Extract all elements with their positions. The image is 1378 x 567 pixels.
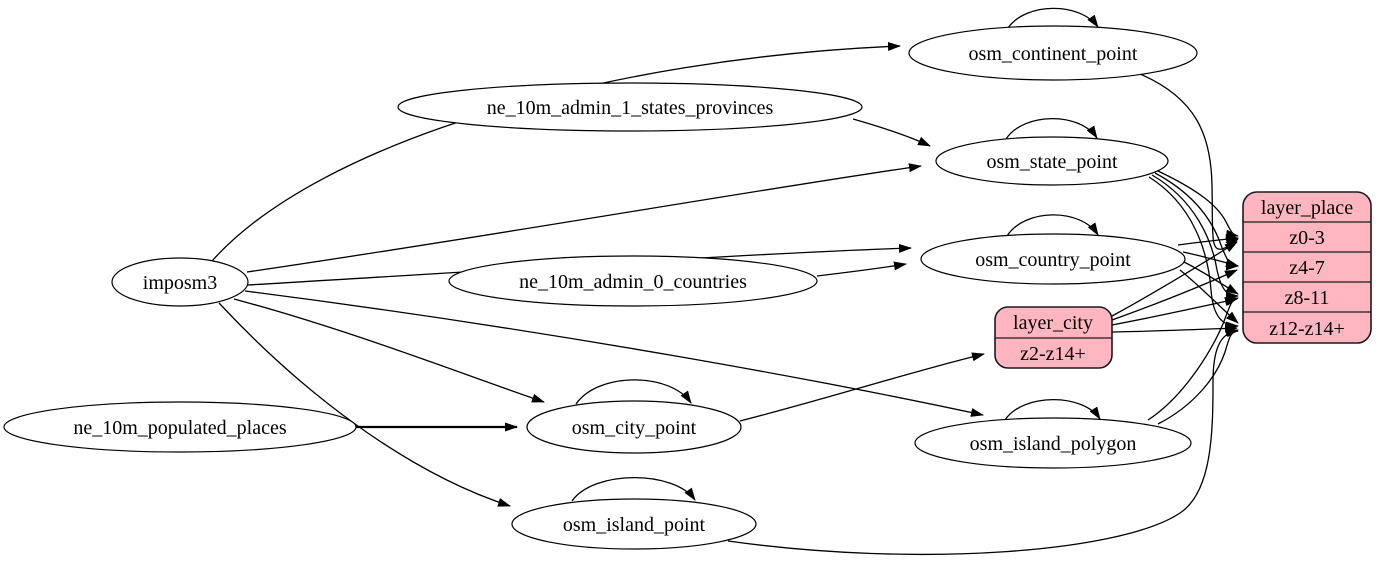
node-osm_island_polygon: osm_island_polygon (914, 417, 1192, 469)
node-osm_country_point: osm_country_point (920, 233, 1186, 285)
edge-osm_island_polygon-layer_place-z12-z14 (1157, 328, 1239, 425)
osm_country_point-label: osm_country_point (975, 249, 1131, 271)
edge-osm_state_point-layer_place-z0-3 (1157, 170, 1239, 239)
osm_city_point-label: osm_city_point (572, 417, 697, 439)
osm_island_point-label: osm_island_point (563, 514, 706, 536)
edge-layer_city-layer_place-z12-z14 (1111, 323, 1238, 333)
node-ne_10m_admin_0_countries: ne_10m_admin_0_countries (448, 255, 818, 307)
ne_10m_admin_1_states_provinces-label: ne_10m_admin_1_states_provinces (487, 97, 774, 119)
edge-layer_city-layer_place-z0-3 (1111, 241, 1238, 317)
edge-osm_island_polygon-layer_place-z8-11 (1147, 296, 1239, 421)
ne_10m_admin_0_countries-shape (448, 255, 818, 307)
node-osm_continent_point: osm_continent_point (908, 25, 1198, 81)
layer_city-row-z2-z14: z2-z14+ (1020, 343, 1086, 365)
self-loop-osm_island_polygon (1004, 398, 1101, 421)
edge-ne_10m_admin_0_countries-osm_country_point (816, 261, 907, 277)
edge-osm_country_point-layer_place-z8-11 (1183, 261, 1239, 295)
ne_10m_admin_0_countries-label: ne_10m_admin_0_countries (519, 271, 747, 293)
layer_place-title: layer_place (1261, 197, 1353, 219)
node-osm_island_point: osm_island_point (511, 498, 757, 550)
edge-osm_city_point-layer_city (739, 352, 985, 422)
node-osm_city_point: osm_city_point (526, 400, 742, 454)
layer_place-box (1242, 191, 1372, 344)
layer_place-row-z12-z14: z12-z14+ (1269, 318, 1345, 340)
node-ne_10m_populated_places: ne_10m_populated_places (3, 401, 357, 453)
edge-osm_state_point-layer_place-z12-z14 (1148, 176, 1239, 331)
edge-layer_city-layer_place-z8-11 (1111, 297, 1238, 326)
osm_country_point-shape (920, 233, 1186, 285)
edge-imposm3-osm_continent_point (211, 42, 901, 262)
layer_city-title: layer_city (1013, 312, 1093, 334)
osm_island_polygon-label: osm_island_polygon (970, 433, 1137, 455)
node-imposm3: imposm3 (111, 257, 249, 307)
edge-imposm3-osm_city_point (233, 298, 545, 403)
ne_10m_populated_places-shape (3, 401, 357, 453)
osm_city_point-shape (526, 400, 742, 454)
layer_place-row-z8-11: z8-11 (1285, 287, 1330, 309)
edge-osm_country_point-layer_place-z0-3 (1177, 234, 1239, 246)
osm_island_point-shape (511, 498, 757, 550)
layer_place-row-z4-7: z4-7 (1289, 257, 1325, 279)
edge-imposm3-osm_island_polygon (244, 290, 984, 417)
imposm3-label: imposm3 (143, 272, 217, 294)
osm_island_polygon-shape (914, 417, 1192, 469)
ne_10m_admin_1_states_provinces-shape (397, 82, 863, 132)
edge-osm_island_point-layer_place-z12-z14 (727, 327, 1239, 556)
self-loop-osm_city_point (575, 379, 692, 405)
node-osm_state_point: osm_state_point (935, 136, 1169, 186)
osm_continent_point-shape (908, 25, 1198, 81)
self-loop-osm_state_point (1005, 118, 1098, 140)
edge-osm_country_point-layer_place-z12-z14 (1179, 269, 1239, 324)
edge-ne_10m_admin_1_states_provinces-osm_state_point (852, 118, 931, 147)
self-loop-osm_country_point (1006, 214, 1099, 237)
imposm3-shape (111, 257, 249, 307)
osm_state_point-shape (935, 136, 1169, 186)
edge-layer_city-layer_place-z4-7 (1111, 269, 1238, 321)
self-loop-osm_island_point (571, 477, 696, 502)
edge-imposm3-osm_state_point (246, 163, 922, 273)
node-ne_10m_admin_1_states_provinces: ne_10m_admin_1_states_provinces (397, 82, 863, 132)
edge-osm_state_point-layer_place-z8-11 (1151, 174, 1239, 301)
layer_place-row-z0-3: z0-3 (1289, 227, 1325, 249)
record-layer_place: layer_place z0-3 z4-7 z8-11 z12-z14+ (1242, 191, 1372, 344)
record-layer_city: layer_city z2-z14+ (994, 306, 1113, 369)
osm_state_point-label: osm_state_point (986, 151, 1118, 173)
self-loop-osm_continent_point (1007, 7, 1099, 29)
ne_10m_populated_places-label: ne_10m_populated_places (73, 417, 286, 439)
osm_continent_point-label: osm_continent_point (969, 43, 1138, 65)
